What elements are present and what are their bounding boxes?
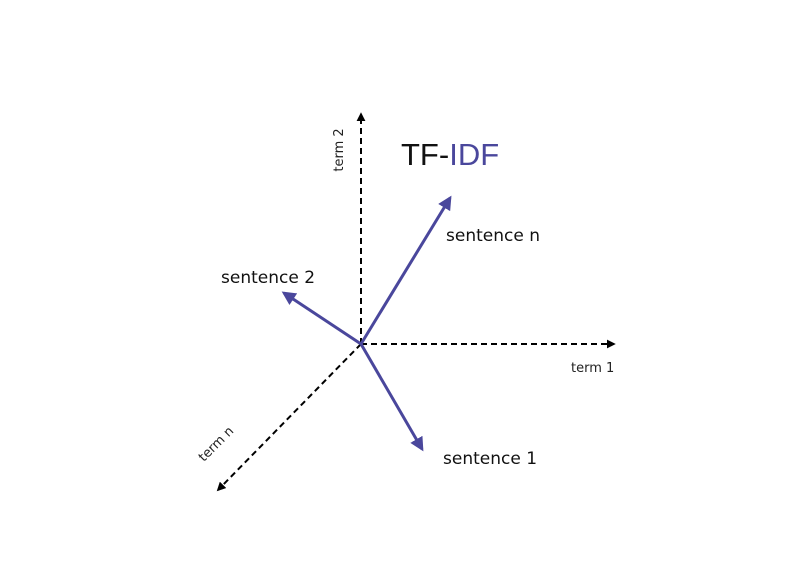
title-prefix: TF- xyxy=(401,137,449,172)
sentence-1-label: sentence 1 xyxy=(443,449,537,469)
sentence-2-label: sentence 2 xyxy=(221,268,315,288)
sentence-1-vector xyxy=(359,343,424,452)
term-n-axis xyxy=(216,343,362,492)
term-1-axis-label: term 1 xyxy=(571,361,614,376)
diagram-title: TF-IDF xyxy=(401,137,499,172)
sentence-n-label: sentence n xyxy=(446,226,540,246)
term-2-axis-label: term 2 xyxy=(332,128,347,171)
term-n-axis-label: term n xyxy=(196,424,237,465)
sentence-n-vector xyxy=(359,195,452,345)
sentence-2-vector xyxy=(281,291,362,346)
title-suffix: IDF xyxy=(449,137,499,172)
